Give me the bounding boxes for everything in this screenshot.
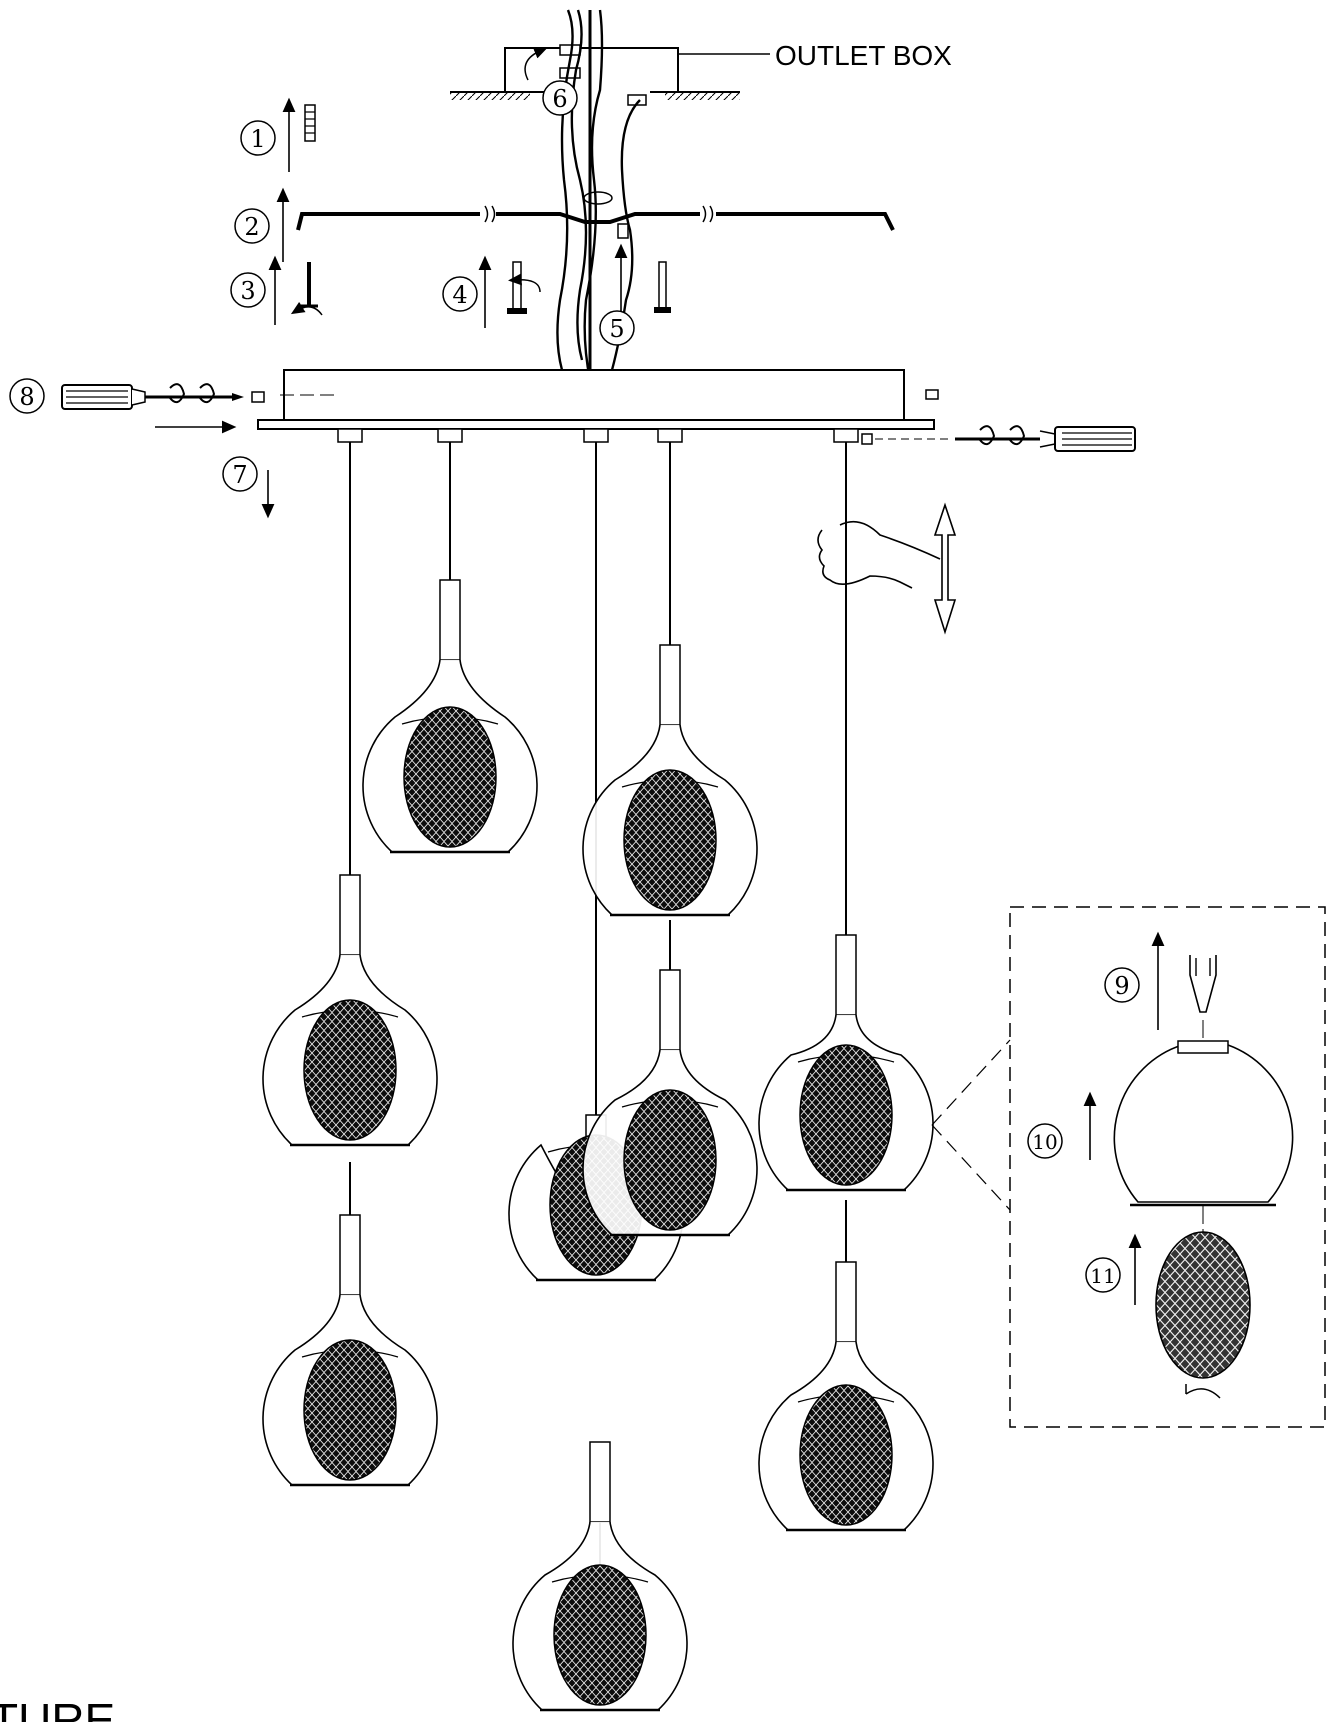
step-5-label: 5 [609, 315, 624, 343]
pendant-light [582, 442, 758, 917]
detail-callout [931, 906, 1326, 1428]
step-8-label: 8 [19, 383, 34, 411]
pendant-light [512, 1441, 688, 1712]
step-11-label: 11 [1090, 1264, 1115, 1288]
step-numbers: 1 2 3 4 5 6 7 8 9 10 11 [9, 80, 1140, 1293]
ceiling [450, 91, 740, 100]
step-10-marker: 10 [1027, 1123, 1063, 1159]
hand-icon [817, 520, 941, 589]
step-2-label: 2 [244, 213, 259, 241]
screwdriver-left [61, 383, 265, 434]
pendants [262, 442, 934, 1712]
step-3-screw [268, 255, 323, 325]
adjust-height-arrow-icon [933, 502, 957, 635]
step-2-mounting-bracket [276, 187, 895, 262]
step-10-label: 10 [1032, 1130, 1057, 1154]
step-4-bolt [478, 255, 541, 328]
step-3-label: 3 [240, 277, 255, 305]
pendant-light [262, 442, 438, 1147]
pendant-light [262, 1162, 438, 1487]
step-3-marker: 3 [230, 272, 266, 308]
step-1-anchor [282, 97, 316, 172]
step-6-label: 6 [552, 85, 567, 113]
outlet-box-label: OUTLET BOX [775, 40, 952, 71]
pendant-light [758, 442, 934, 1192]
pendant-light [758, 1200, 934, 1532]
step-9-marker: 9 [1104, 967, 1140, 1003]
step-7-label: 7 [232, 461, 247, 489]
step-1-marker: 1 [240, 120, 276, 156]
step-6-marker: 6 [542, 80, 578, 116]
canopy [257, 369, 939, 519]
step-5-marker: 5 [599, 310, 635, 346]
step-2-marker: 2 [234, 208, 270, 244]
pendant-light [362, 442, 538, 854]
step-7-marker: 7 [222, 456, 258, 492]
pendant-light [582, 920, 758, 1237]
supply-wires [556, 9, 641, 381]
screwdriver-right [861, 425, 1136, 452]
step-9-label: 9 [1114, 972, 1129, 1000]
step-8-marker: 8 [9, 378, 45, 414]
step-4-label: 4 [452, 281, 467, 309]
footer-text: TURE [0, 1694, 115, 1722]
step-4-marker: 4 [442, 276, 478, 312]
step-1-label: 1 [250, 125, 265, 153]
step-5-screw [614, 243, 671, 316]
outlet-box: OUTLET BOX [504, 40, 952, 106]
step-11-marker: 11 [1085, 1257, 1121, 1293]
